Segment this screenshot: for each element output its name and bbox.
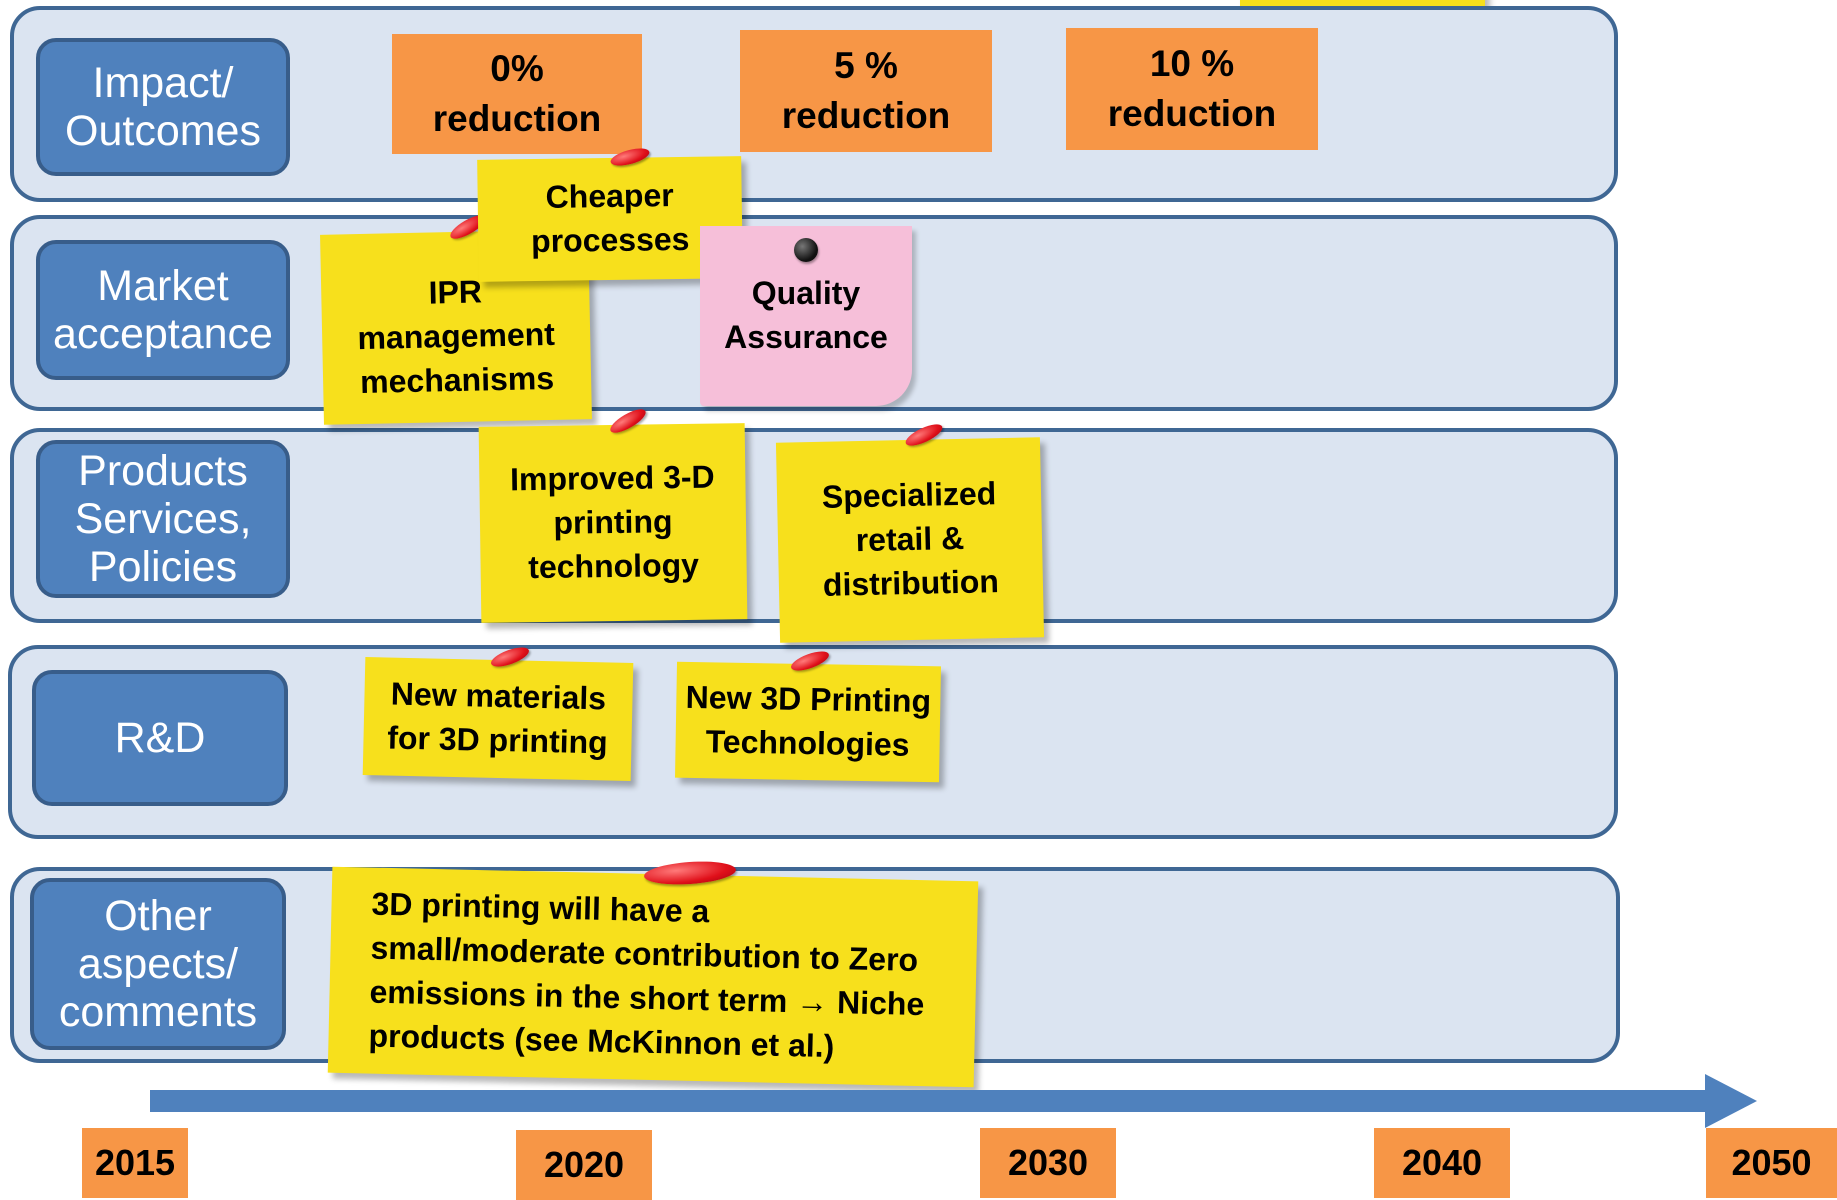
timeline-year-2020: 2020 — [516, 1130, 652, 1200]
outcome-2040: 10 % reduction — [1066, 28, 1318, 150]
lane-label-market-acceptance: Market acceptance — [36, 240, 290, 380]
outcome-2020: 0% reduction — [392, 34, 642, 154]
outcome-2030: 5 % reduction — [740, 30, 992, 152]
sticky-note-new-materials: New materials for 3D printing — [362, 656, 634, 782]
sticky-note-improved-3d-printing: Improved 3-D printing technology — [478, 423, 748, 623]
timeline-year-2015: 2015 — [82, 1128, 188, 1198]
lane-label-rnd: R&D — [32, 670, 288, 806]
lane-label-other-aspects: Other aspects/ comments — [30, 878, 286, 1050]
sticky-note-new-3d-printing-technologies: New 3D Printing Technologies — [675, 661, 941, 783]
sticky-note-specialized-retail: Specialized retail & distribution — [775, 437, 1045, 643]
timeline-year-2030: 2030 — [980, 1128, 1116, 1198]
pushpin-icon — [794, 238, 818, 262]
lane-label-products-services-policies: Products Services, Policies — [36, 440, 290, 598]
timeline-year-2050: 2050 — [1706, 1128, 1837, 1198]
lane-label-impact-outcomes: Impact/ Outcomes — [36, 38, 290, 176]
timeline-year-2040: 2040 — [1374, 1128, 1510, 1198]
sticky-note-comment: 3D printing will have a small/moderate c… — [327, 866, 979, 1088]
